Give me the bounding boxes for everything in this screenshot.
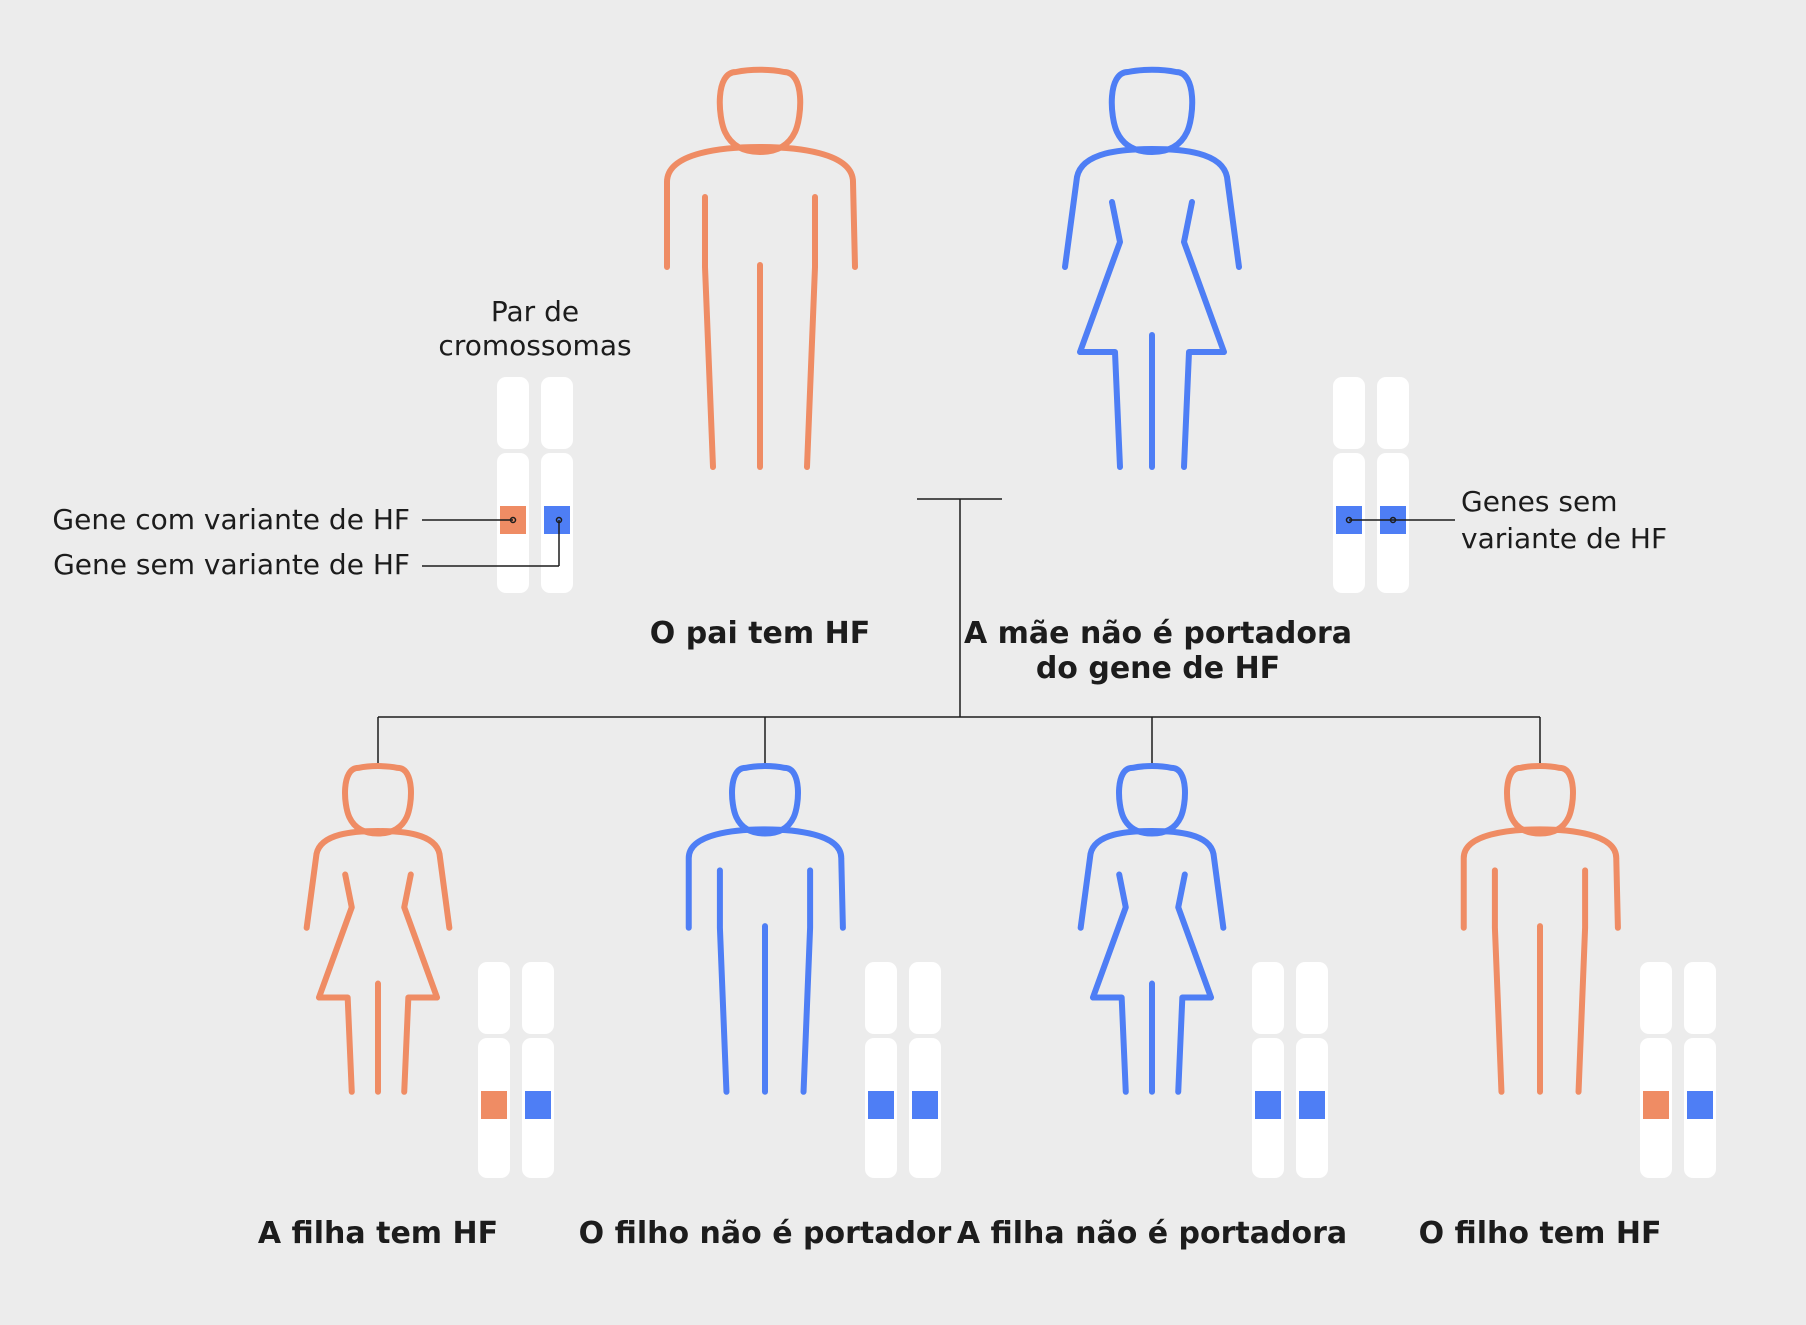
pair-label-line2: cromossomas — [438, 329, 631, 362]
child-label-1: A filha tem HF — [258, 1216, 498, 1251]
child-figure-4 — [1464, 766, 1618, 1092]
mother-label-line2: do gene de HF — [1036, 651, 1280, 686]
callout-dot — [555, 516, 563, 524]
gene-left — [1643, 1091, 1669, 1119]
legend-with-variant: Gene com variante de HF — [52, 503, 410, 536]
legend-without-variant: Gene sem variante de HF — [53, 548, 410, 581]
callout-dot — [1389, 516, 1397, 524]
chromosome-right — [909, 962, 941, 1178]
child-chromosome-pair-4 — [1640, 962, 1716, 1178]
genes-without-line1: Genes sem — [1461, 485, 1617, 518]
mother-chromosome-pair — [1333, 377, 1409, 593]
chromosome-right — [1377, 377, 1409, 593]
chromosome-right — [1296, 962, 1328, 1178]
pair-label-line1: Par de — [491, 295, 579, 328]
chromosome-left — [1333, 377, 1365, 593]
chromosome-right — [541, 377, 573, 593]
child-figure-2 — [689, 766, 843, 1092]
chromosome-left — [478, 962, 510, 1178]
callout-dot — [509, 516, 517, 524]
child-figure-3 — [1081, 766, 1224, 1092]
chromosome-left — [1640, 962, 1672, 1178]
gene-right — [912, 1091, 938, 1119]
gene-left — [481, 1091, 507, 1119]
child-label-3: A filha não é portadora — [957, 1216, 1347, 1251]
child-label-4: O filho tem HF — [1419, 1216, 1662, 1251]
child-label-2: O filho não é portador — [579, 1216, 952, 1251]
father-label: O pai tem HF — [650, 616, 870, 651]
chromosome-left — [1252, 962, 1284, 1178]
chromosome-left — [865, 962, 897, 1178]
child-figure-1 — [307, 766, 450, 1092]
chromosome-right — [522, 962, 554, 1178]
chromosome-right — [1684, 962, 1716, 1178]
chromosome-left — [497, 377, 529, 593]
gene-right — [1687, 1091, 1713, 1119]
child-chromosome-pair-1 — [478, 962, 554, 1178]
child-chromosome-pair-2 — [865, 962, 941, 1178]
callout-dot — [1345, 516, 1353, 524]
father-figure — [667, 70, 855, 467]
gene-left — [868, 1091, 894, 1119]
gene-right — [525, 1091, 551, 1119]
child-chromosome-pair-3 — [1252, 962, 1328, 1178]
gene-left — [1255, 1091, 1281, 1119]
genes-without-line2: variante de HF — [1461, 522, 1667, 555]
gene-right — [1299, 1091, 1325, 1119]
mother-figure — [1065, 70, 1239, 467]
mother-label-line1: A mãe não é portadora — [964, 616, 1352, 651]
father-chromosome-pair — [497, 377, 573, 593]
